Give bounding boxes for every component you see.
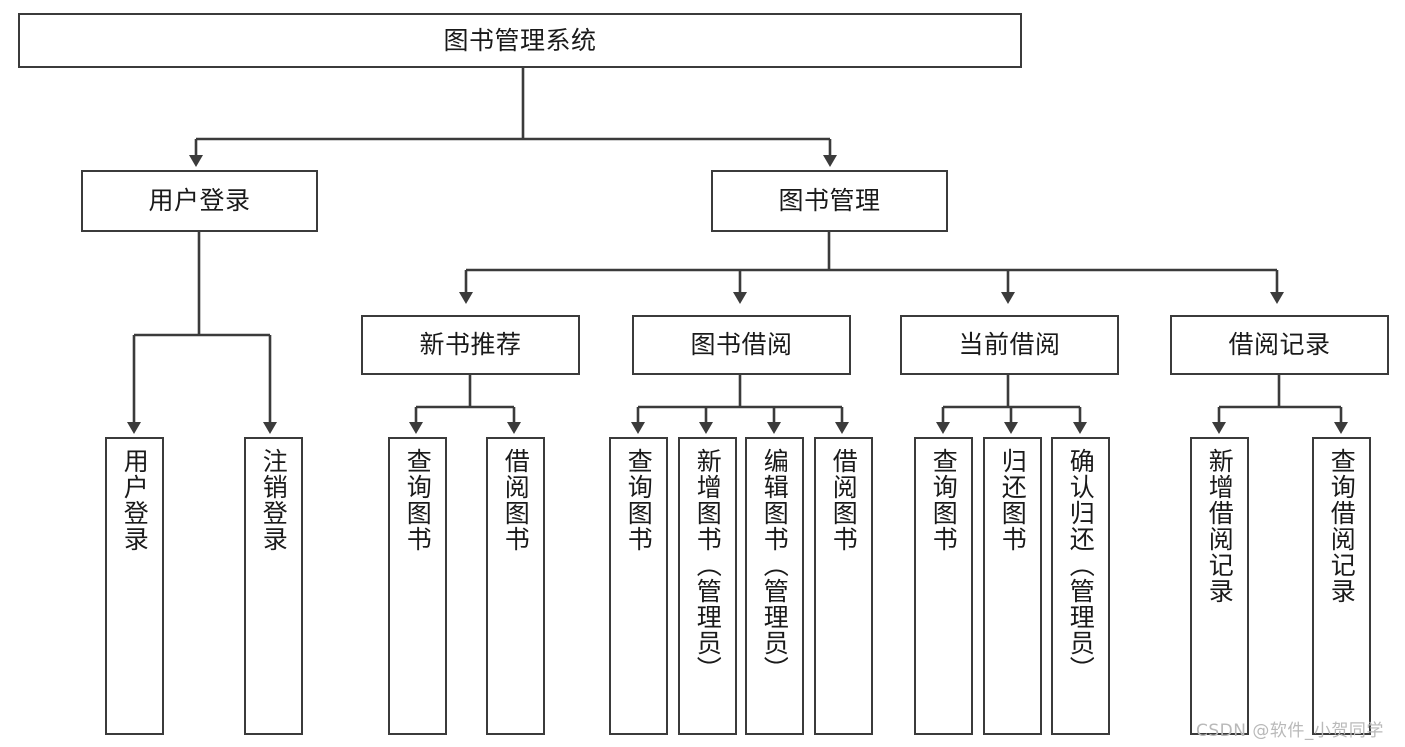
node-borrow-record-label: 借阅记录 [1228, 330, 1331, 360]
node-leaf-query-book-1-label: 查询图书 [403, 448, 433, 552]
node-leaf-confirm-return[interactable]: 确认归还（管理员） [1051, 437, 1110, 735]
node-leaf-logout[interactable]: 注销登录 [244, 437, 303, 735]
node-book-borrow[interactable]: 图书借阅 [632, 315, 851, 375]
node-book-borrow-label: 图书借阅 [690, 330, 793, 360]
node-leaf-user-login-label: 用户登录 [120, 448, 150, 552]
node-leaf-add-record-label: 新增借阅记录 [1205, 448, 1235, 604]
node-book-manage-label: 图书管理 [778, 186, 881, 216]
node-leaf-borrow-book-2[interactable]: 借阅图书 [814, 437, 873, 735]
node-leaf-return-book-label: 归还图书 [998, 448, 1028, 552]
node-new-book-recommend-label: 新书推荐 [419, 330, 522, 360]
watermark-text: CSDN @软件_小贺同学 [1196, 721, 1384, 741]
node-leaf-query-book-3[interactable]: 查询图书 [914, 437, 973, 735]
node-leaf-query-book-2[interactable]: 查询图书 [609, 437, 668, 735]
node-root[interactable]: 图书管理系统 [18, 13, 1022, 68]
node-current-borrow-label: 当前借阅 [958, 330, 1061, 360]
node-leaf-logout-label: 注销登录 [259, 448, 289, 552]
node-leaf-borrow-book-1-label: 借阅图书 [501, 448, 531, 552]
node-leaf-query-record-label: 查询借阅记录 [1327, 448, 1357, 604]
node-leaf-query-book-2-label: 查询图书 [624, 448, 654, 552]
node-leaf-add-book[interactable]: 新增图书（管理员） [678, 437, 737, 735]
node-leaf-return-book[interactable]: 归还图书 [983, 437, 1042, 735]
node-leaf-confirm-return-label: 确认归还（管理员） [1066, 448, 1096, 682]
node-leaf-query-record[interactable]: 查询借阅记录 [1312, 437, 1371, 735]
node-leaf-query-book-1[interactable]: 查询图书 [388, 437, 447, 735]
node-user-login-label: 用户登录 [148, 186, 251, 216]
node-leaf-query-book-3-label: 查询图书 [929, 448, 959, 552]
node-leaf-edit-book[interactable]: 编辑图书（管理员） [745, 437, 804, 735]
node-current-borrow[interactable]: 当前借阅 [900, 315, 1119, 375]
node-borrow-record[interactable]: 借阅记录 [1170, 315, 1389, 375]
node-leaf-add-record[interactable]: 新增借阅记录 [1190, 437, 1249, 735]
node-book-manage[interactable]: 图书管理 [711, 170, 948, 232]
node-leaf-borrow-book-1[interactable]: 借阅图书 [486, 437, 545, 735]
node-user-login[interactable]: 用户登录 [81, 170, 318, 232]
node-new-book-recommend[interactable]: 新书推荐 [361, 315, 580, 375]
node-leaf-user-login[interactable]: 用户登录 [105, 437, 164, 735]
node-leaf-edit-book-label: 编辑图书（管理员） [760, 448, 790, 682]
node-leaf-add-book-label: 新增图书（管理员） [693, 448, 723, 682]
node-root-label: 图书管理系统 [443, 25, 597, 55]
node-leaf-borrow-book-2-label: 借阅图书 [829, 448, 859, 552]
